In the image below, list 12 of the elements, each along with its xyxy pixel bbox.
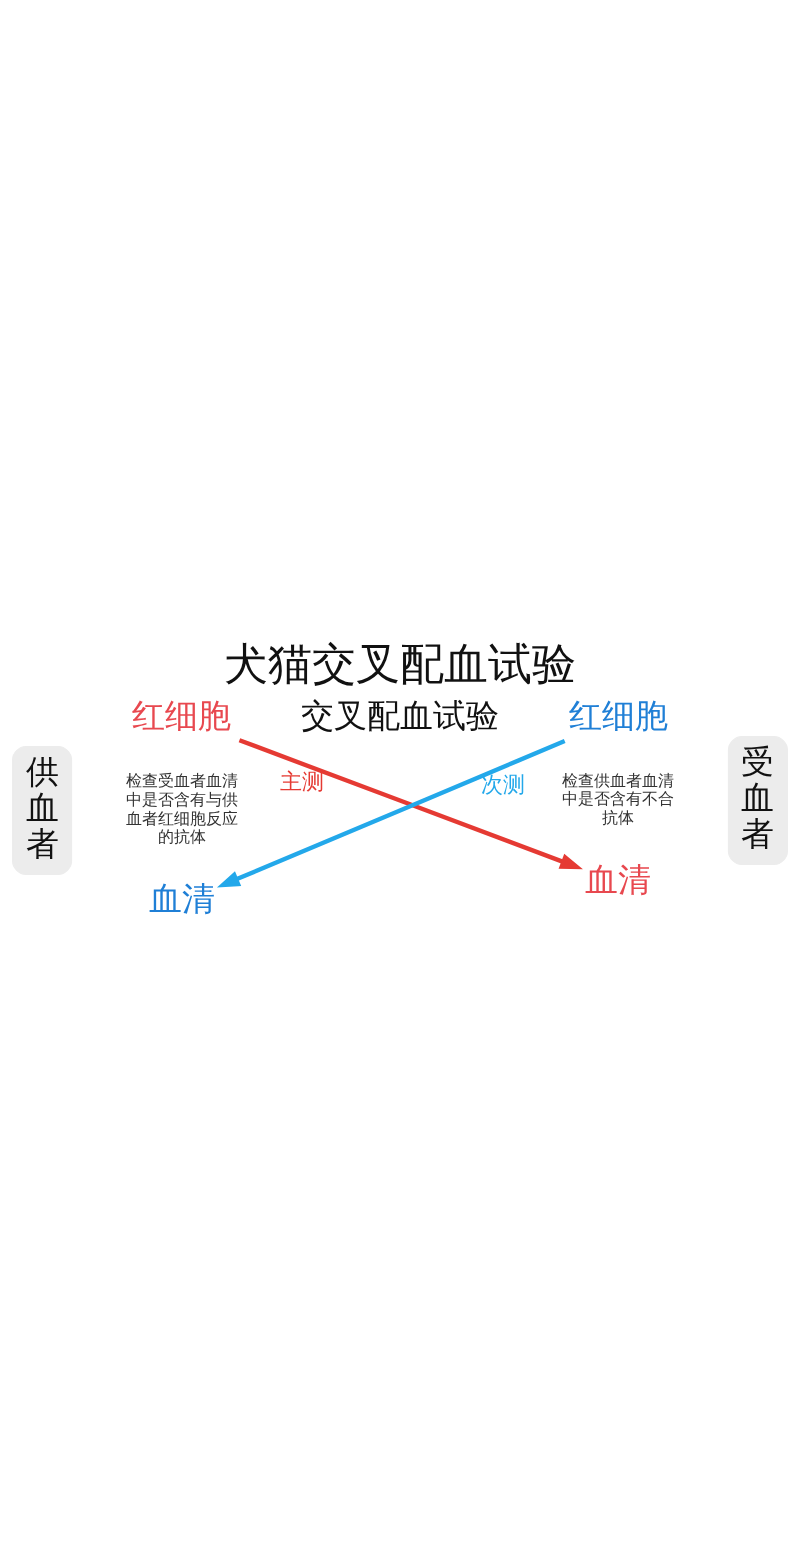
edge-label: 主测: [280, 768, 325, 794]
label: 检查受血者血清中是否含有与供血者红细胞反应的抗体: [125, 770, 238, 846]
node-text: 血清: [585, 860, 652, 899]
node-text: 血清: [148, 879, 215, 918]
label: 交叉配血试验: [301, 696, 499, 735]
edge-label: 次测: [481, 771, 526, 797]
label: 检查供血者血清中是否含有不合抗体: [562, 770, 675, 827]
diagram-title: 犬猫交叉配血试验: [224, 637, 576, 689]
node-text: 红细胞: [132, 696, 232, 735]
arrow: [238, 737, 583, 869]
arrow: [216, 738, 566, 887]
node-text: 红细胞: [568, 696, 668, 735]
